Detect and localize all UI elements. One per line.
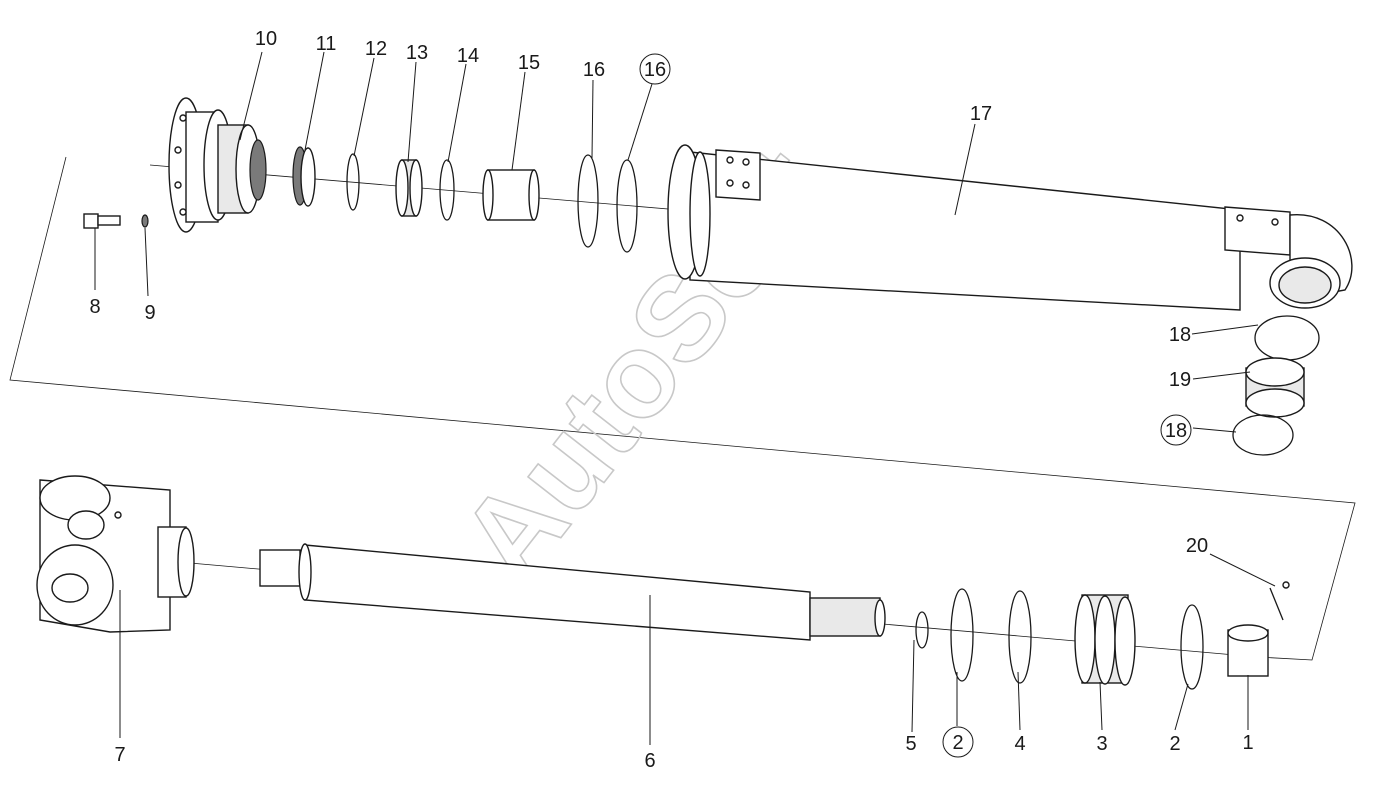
part-13-bushing	[395, 159, 423, 217]
part-4-seal	[1008, 590, 1032, 684]
callout-20: 20	[1186, 535, 1208, 557]
callout-13: 13	[406, 42, 428, 64]
callout-3: 3	[1096, 733, 1107, 755]
callout-17: 17	[970, 103, 992, 125]
callout-2-circled: 2	[952, 732, 963, 754]
callout-7: 7	[114, 744, 125, 766]
part-20-cotter-pin	[1269, 581, 1290, 621]
part-6-piston-rod	[259, 543, 886, 641]
callout-10: 10	[255, 28, 277, 50]
callout-6: 6	[644, 750, 655, 772]
part-18-retaining-ring	[1254, 315, 1320, 361]
part-19-piston-seal	[1245, 357, 1305, 418]
part-12-ring	[346, 153, 360, 211]
callout-2: 2	[1169, 733, 1180, 755]
callout-1: 1	[1242, 732, 1253, 754]
part-16-oring-alt	[616, 159, 638, 253]
part-15-sleeve	[482, 169, 540, 221]
part-17-cylinder-barrel	[667, 144, 1353, 311]
part-14-ring	[439, 159, 455, 221]
callout-18: 18	[1169, 324, 1191, 346]
callout-labels: 10 11 12 13 14 15 16 16 17 8 9 18 19 18 …	[89, 28, 1253, 772]
callout-8: 8	[89, 296, 100, 318]
part-18-retaining-ring-alt	[1232, 414, 1294, 456]
callout-16-circle	[639, 53, 671, 85]
callout-16: 16	[583, 59, 605, 81]
part-16-oring	[577, 154, 599, 248]
part-11-seal	[292, 146, 316, 207]
callout-14: 14	[457, 45, 479, 67]
callout-15: 15	[518, 52, 540, 74]
part-2-guide-ring-alt	[1180, 604, 1204, 690]
assembly-frame	[9, 156, 1356, 661]
callout-18-circle	[1160, 414, 1192, 446]
leader-lines	[94, 51, 1276, 745]
callout-5: 5	[905, 733, 916, 755]
part-1-castle-nut	[1227, 624, 1269, 677]
part-2-guide-ring	[950, 588, 974, 682]
callout-9: 9	[144, 302, 155, 324]
callout-18-circled: 18	[1165, 420, 1187, 442]
part-8-bolt	[83, 213, 121, 229]
callout-4: 4	[1014, 733, 1025, 755]
part-9-washer	[141, 214, 149, 228]
part-3-piston	[1074, 594, 1136, 686]
callout-12: 12	[365, 38, 387, 60]
part-7-clevis	[36, 475, 195, 633]
callout-19: 19	[1169, 369, 1191, 391]
part-5-oring	[915, 611, 929, 649]
callout-2-circle	[942, 726, 974, 758]
callout-11: 11	[316, 33, 337, 55]
callout-16-circled: 16	[644, 59, 666, 81]
part-10-head-flange	[168, 97, 267, 233]
